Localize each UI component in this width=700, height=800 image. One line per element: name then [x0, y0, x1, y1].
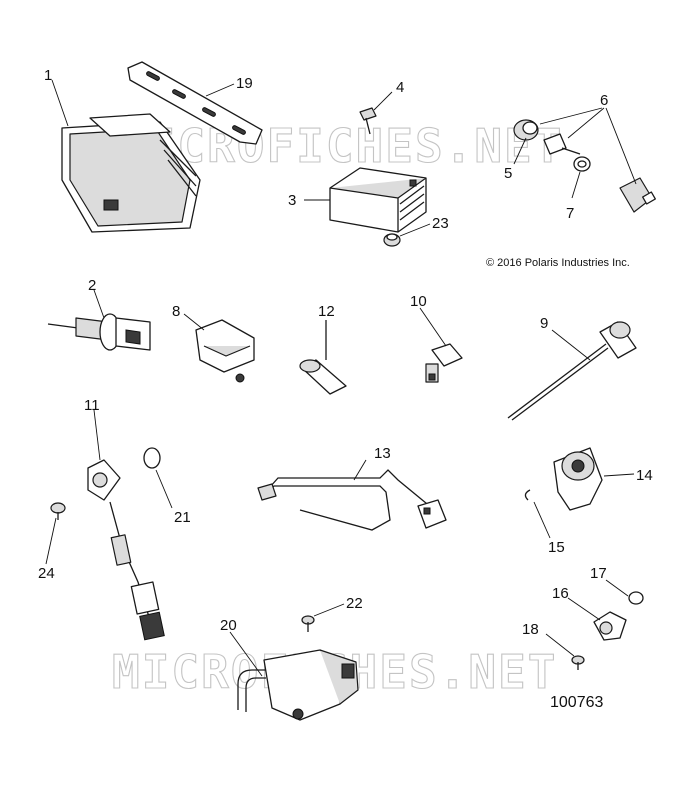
part-6-clip	[543, 133, 581, 155]
callout-8: 8	[172, 303, 180, 320]
part-24-bolt	[50, 502, 66, 520]
callout-3: 3	[288, 192, 296, 209]
part-18-bolt	[571, 655, 585, 670]
watermark-top: MICROFICHES.NET	[118, 119, 563, 173]
callout-14: 14	[636, 467, 653, 484]
part-3-module	[329, 167, 427, 233]
part-7-washer	[573, 156, 591, 172]
callout-11: 11	[84, 397, 100, 414]
part-5-cap	[513, 119, 539, 141]
part-9-probe	[507, 321, 637, 421]
callout-10: 10	[410, 293, 427, 310]
part-20-assembly	[237, 649, 359, 721]
callout-5: 5	[504, 165, 512, 182]
callout-19: 19	[236, 75, 253, 92]
part-2-sensor	[47, 313, 151, 351]
callout-6: 6	[600, 92, 608, 109]
part-12-sensor	[299, 320, 347, 395]
callout-24: 24	[38, 565, 55, 582]
part-11-sensor-harness	[87, 459, 165, 641]
part-21-o-ring	[143, 447, 161, 469]
callout-4: 4	[396, 79, 404, 96]
callout-9: 9	[540, 315, 548, 332]
callout-1: 1	[44, 67, 52, 84]
callout-13: 13	[374, 445, 391, 462]
callout-7: 7	[566, 205, 574, 222]
callout-21: 21	[174, 509, 191, 526]
part-16-elbow-sensor	[593, 611, 627, 641]
part-17-o-ring	[628, 591, 644, 605]
callout-18: 18	[522, 621, 539, 638]
part-22-screw	[301, 615, 315, 632]
callout-16: 16	[552, 585, 569, 602]
part-4-screw	[359, 107, 377, 135]
callout-22: 22	[346, 595, 363, 612]
part-19-bracket	[127, 61, 263, 145]
part-15-clip	[524, 489, 531, 501]
callout-20: 20	[220, 617, 237, 634]
part-8-map-sensor	[195, 319, 255, 383]
callout-2: 2	[88, 277, 96, 294]
part-13-harness	[257, 469, 447, 531]
part-10-temp-sensor	[425, 343, 463, 383]
diagram-part-number: 100763	[550, 694, 603, 711]
copyright-text: © 2016 Polaris Industries Inc.	[486, 257, 630, 269]
part-23-plug	[383, 233, 401, 247]
part-14-knock-sensor	[553, 447, 603, 511]
callout-15: 15	[548, 539, 565, 556]
part-1-ecu	[61, 113, 201, 233]
part-6-sensor	[619, 177, 656, 213]
callout-23: 23	[432, 215, 449, 232]
callout-17: 17	[590, 565, 607, 582]
callout-12: 12	[318, 303, 335, 320]
